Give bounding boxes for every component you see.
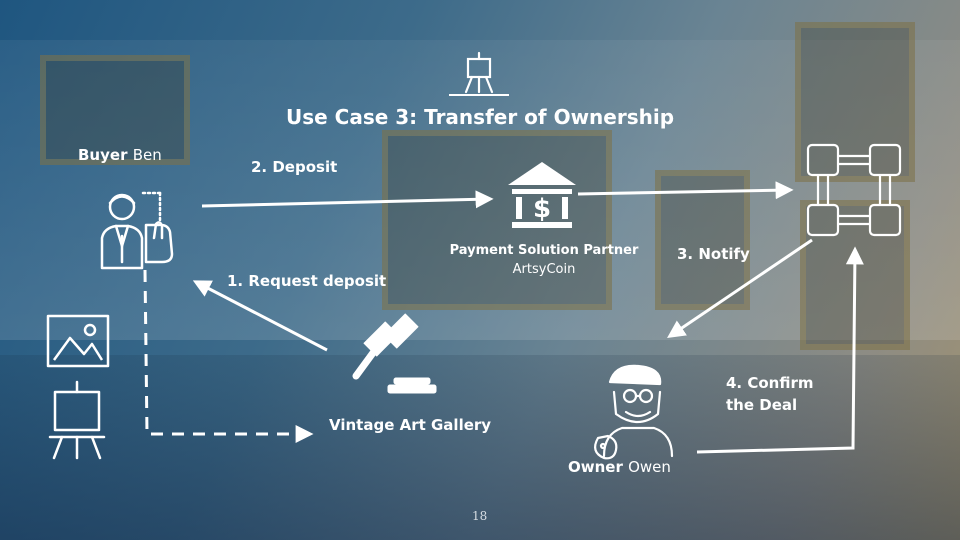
owner-role: Owner [568,458,623,476]
background-painting-frame [382,130,612,310]
buyer-icon [100,191,174,270]
payment-partner-name: ArtsyCoin [512,262,576,277]
background-painting-frame [40,55,190,165]
easel-icon [464,51,494,94]
dollar-sign-icon: $ [533,194,551,224]
page-number: 18 [472,509,488,523]
blockchain-icon [806,143,902,237]
gallery-floor [0,355,960,540]
arrow-notify-chain [577,181,794,200]
buyer-name: Ben [132,146,162,164]
buyer-label: Buyer Ben [78,146,162,164]
arrow-buyer-to-gallery [143,269,314,443]
payment-partner-title: Payment Solution Partner [449,243,639,258]
owner-name: Owen [628,458,671,476]
buyer-role: Buyer [78,146,128,164]
arrow-confirm-deal [696,246,864,454]
slide-title: Use Case 3: Transfer of Ownership [285,105,675,129]
arrow-notify-owner [667,238,813,339]
step-deposit-label: 2. Deposit [251,158,338,176]
step-notify-label: 3. Notify [677,245,750,263]
arrow-deposit [201,190,494,209]
step-confirm-label: 4. Confirm the Deal [726,372,814,416]
step-confirm-line2: the Deal [726,396,798,414]
bank-icon [508,162,576,228]
step-confirm-line1: 4. Confirm [726,374,814,392]
easel-icon [48,380,106,460]
gallery-label: Vintage Art Gallery [329,416,492,434]
gavel-icon [352,313,437,394]
artist-icon [593,364,674,460]
picture-icon [46,314,110,368]
step-request-deposit-label: 1. Request deposit [227,272,387,290]
arrow-request-deposit [192,280,328,352]
owner-label: Owner Owen [568,458,671,476]
